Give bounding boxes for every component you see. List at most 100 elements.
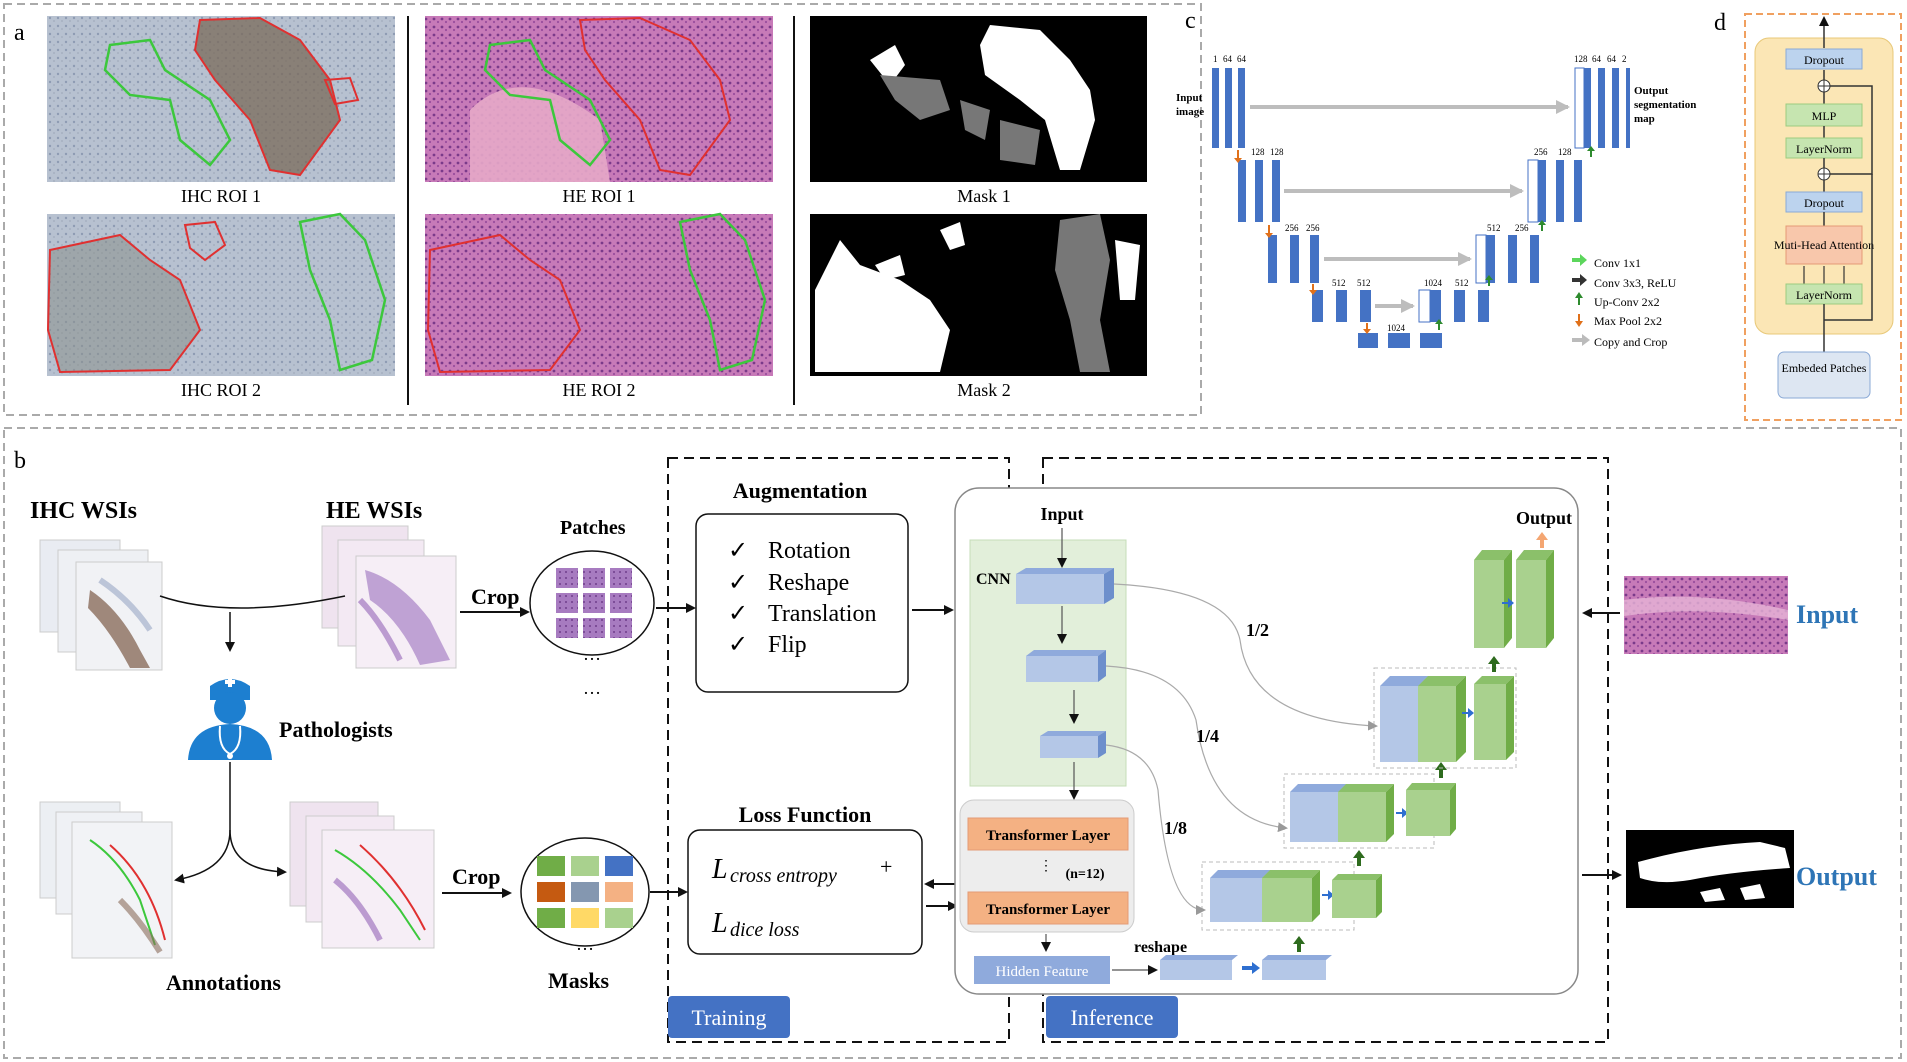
decoder-block-0 xyxy=(1262,955,1332,980)
decoder-up-block-1 xyxy=(1332,874,1382,918)
up-arrow-icon xyxy=(1293,936,1305,952)
channel-label: 64 xyxy=(1592,54,1602,64)
patch-grid xyxy=(556,568,632,638)
annotations-label: Annotations xyxy=(166,970,281,995)
panel-d: d Dropout MLP LayerNorm Dropout Muti-Hea… xyxy=(1714,10,1902,421)
channel-label: 128 xyxy=(1251,147,1265,157)
scale-label: 1/4 xyxy=(1196,726,1219,746)
patches-ellipsis: … xyxy=(583,678,601,698)
cnn-label: CNN xyxy=(976,571,1011,588)
reshape-label: reshape xyxy=(1134,939,1187,956)
panel-a-border xyxy=(3,3,1202,416)
check-icon: ✓ xyxy=(728,601,748,627)
input-image-label: image xyxy=(1176,106,1204,118)
input-patch-image xyxy=(1624,576,1788,654)
augmentation-title: Augmentation xyxy=(733,478,867,503)
roi-label: IHC ROI 1 xyxy=(181,186,261,206)
channel-label: 64 xyxy=(1237,54,1247,64)
legend-arrow-icon xyxy=(1572,254,1587,266)
decoder-skip-block-1 xyxy=(1210,870,1270,922)
roi-label: HE ROI 2 xyxy=(563,380,636,400)
channel-label: 512 xyxy=(1455,278,1469,288)
legend-label: Conv 1x1 xyxy=(1594,256,1641,270)
panel-b-letter: b xyxy=(14,448,26,474)
network-output-label: Output xyxy=(1516,508,1572,528)
panel-b-border xyxy=(3,427,1902,1059)
block-label: Dropout xyxy=(1804,196,1845,210)
decoder-skip-block-2 xyxy=(1290,784,1346,842)
legend-arrow-icon xyxy=(1572,274,1587,286)
channel-label: 1024 xyxy=(1424,278,1443,288)
panel-b: b IHC WSIs HE WSIs xyxy=(3,427,1902,1059)
panel-d-border xyxy=(1744,13,1902,421)
roi-label: Mask 2 xyxy=(957,380,1011,400)
loss-term-sub: cross entropy xyxy=(730,865,837,887)
pathologists-label: Pathologists xyxy=(279,717,393,742)
patches-ellipsis: … xyxy=(583,644,601,664)
masks-ellipsis: … xyxy=(576,934,594,954)
decoder-up-block-2 xyxy=(1406,783,1456,836)
panel-a: a IHC ROI 1 HE ROI 1 Mask 1 xyxy=(3,3,1202,416)
pool-arrows xyxy=(1234,146,1595,334)
check-icon: ✓ xyxy=(728,632,748,658)
roi-label: Mask 1 xyxy=(957,186,1011,206)
unet-level-1: 1 64 64 xyxy=(1212,54,1247,148)
training-badge xyxy=(668,996,790,1038)
decoder-up-block-3 xyxy=(1474,676,1514,760)
augmentation-box xyxy=(695,513,909,693)
copy-crop-arrows xyxy=(1250,100,1570,313)
output-map-label: Output xyxy=(1634,85,1669,97)
inference-label: Inference xyxy=(1070,1005,1153,1030)
blue-arrow-icon xyxy=(1242,962,1260,974)
channel-label: 512 xyxy=(1487,223,1501,233)
unet-dec-level-1: 128 64 64 2 xyxy=(1574,54,1630,149)
unet-legend: Conv 1x1 Conv 3x3, ReLU Up-Conv 2x2 Max … xyxy=(1572,254,1677,349)
check-icon: ✓ xyxy=(728,538,748,564)
transformer-label: Transformer Layer xyxy=(986,828,1110,844)
unet-bottleneck: 1024 xyxy=(1358,323,1442,348)
channel-label: 256 xyxy=(1285,223,1299,233)
he-wsis-label: HE WSIs xyxy=(326,498,422,524)
legend-arrow-icon xyxy=(1572,334,1590,346)
decoder-conv-block-2 xyxy=(1338,784,1394,842)
legend-arrow-icon xyxy=(1575,292,1583,305)
augmentation-item: Rotation xyxy=(768,538,851,564)
block-label: LayerNorm xyxy=(1796,142,1853,156)
ihc-wsi-stack xyxy=(39,539,163,671)
decoder-conv-block-1 xyxy=(1262,870,1320,922)
input-image-label: Input xyxy=(1176,92,1203,104)
channel-label: 256 xyxy=(1306,223,1320,233)
augmentation-item: Translation xyxy=(768,601,876,627)
block-label: LayerNorm xyxy=(1796,288,1853,302)
channel-label: 1024 xyxy=(1387,323,1406,333)
legend-label: Max Pool 2x2 xyxy=(1594,314,1662,328)
output-label: Output xyxy=(1796,862,1877,891)
mask-grid xyxy=(537,856,633,928)
cnn-block-1 xyxy=(1016,568,1114,604)
cnn-block-2 xyxy=(1026,650,1106,682)
ihc-wsis-label: IHC WSIs xyxy=(30,498,137,524)
reshape-block xyxy=(1160,955,1238,980)
channel-label: 1 xyxy=(1213,54,1218,64)
hidden-feature-block xyxy=(974,956,1110,984)
final-block-2 xyxy=(1516,550,1554,648)
channel-label: 128 xyxy=(1574,54,1588,64)
unet-dec-level-4: 1024 512 xyxy=(1418,278,1489,323)
channel-label: 2 xyxy=(1622,54,1627,64)
transformer-label: Transformer Layer xyxy=(986,902,1110,918)
channel-label: 256 xyxy=(1515,223,1529,233)
network-input-label: Input xyxy=(1040,504,1083,524)
channel-label: 64 xyxy=(1223,54,1233,64)
unet-level-2: 128 128 xyxy=(1238,147,1284,222)
he-roi-1-image xyxy=(425,16,773,182)
masks-label: Masks xyxy=(548,968,610,993)
he-annotation-stack xyxy=(289,801,435,949)
block-label: MLP xyxy=(1812,109,1837,123)
legend-label: Up-Conv 2x2 xyxy=(1594,295,1660,309)
legend-label: Copy and Crop xyxy=(1594,335,1667,349)
loss-term-main: L xyxy=(711,908,728,939)
loss-title: Loss Function xyxy=(739,802,872,827)
output-map-label: map xyxy=(1634,113,1655,125)
final-block-1 xyxy=(1474,550,1512,648)
